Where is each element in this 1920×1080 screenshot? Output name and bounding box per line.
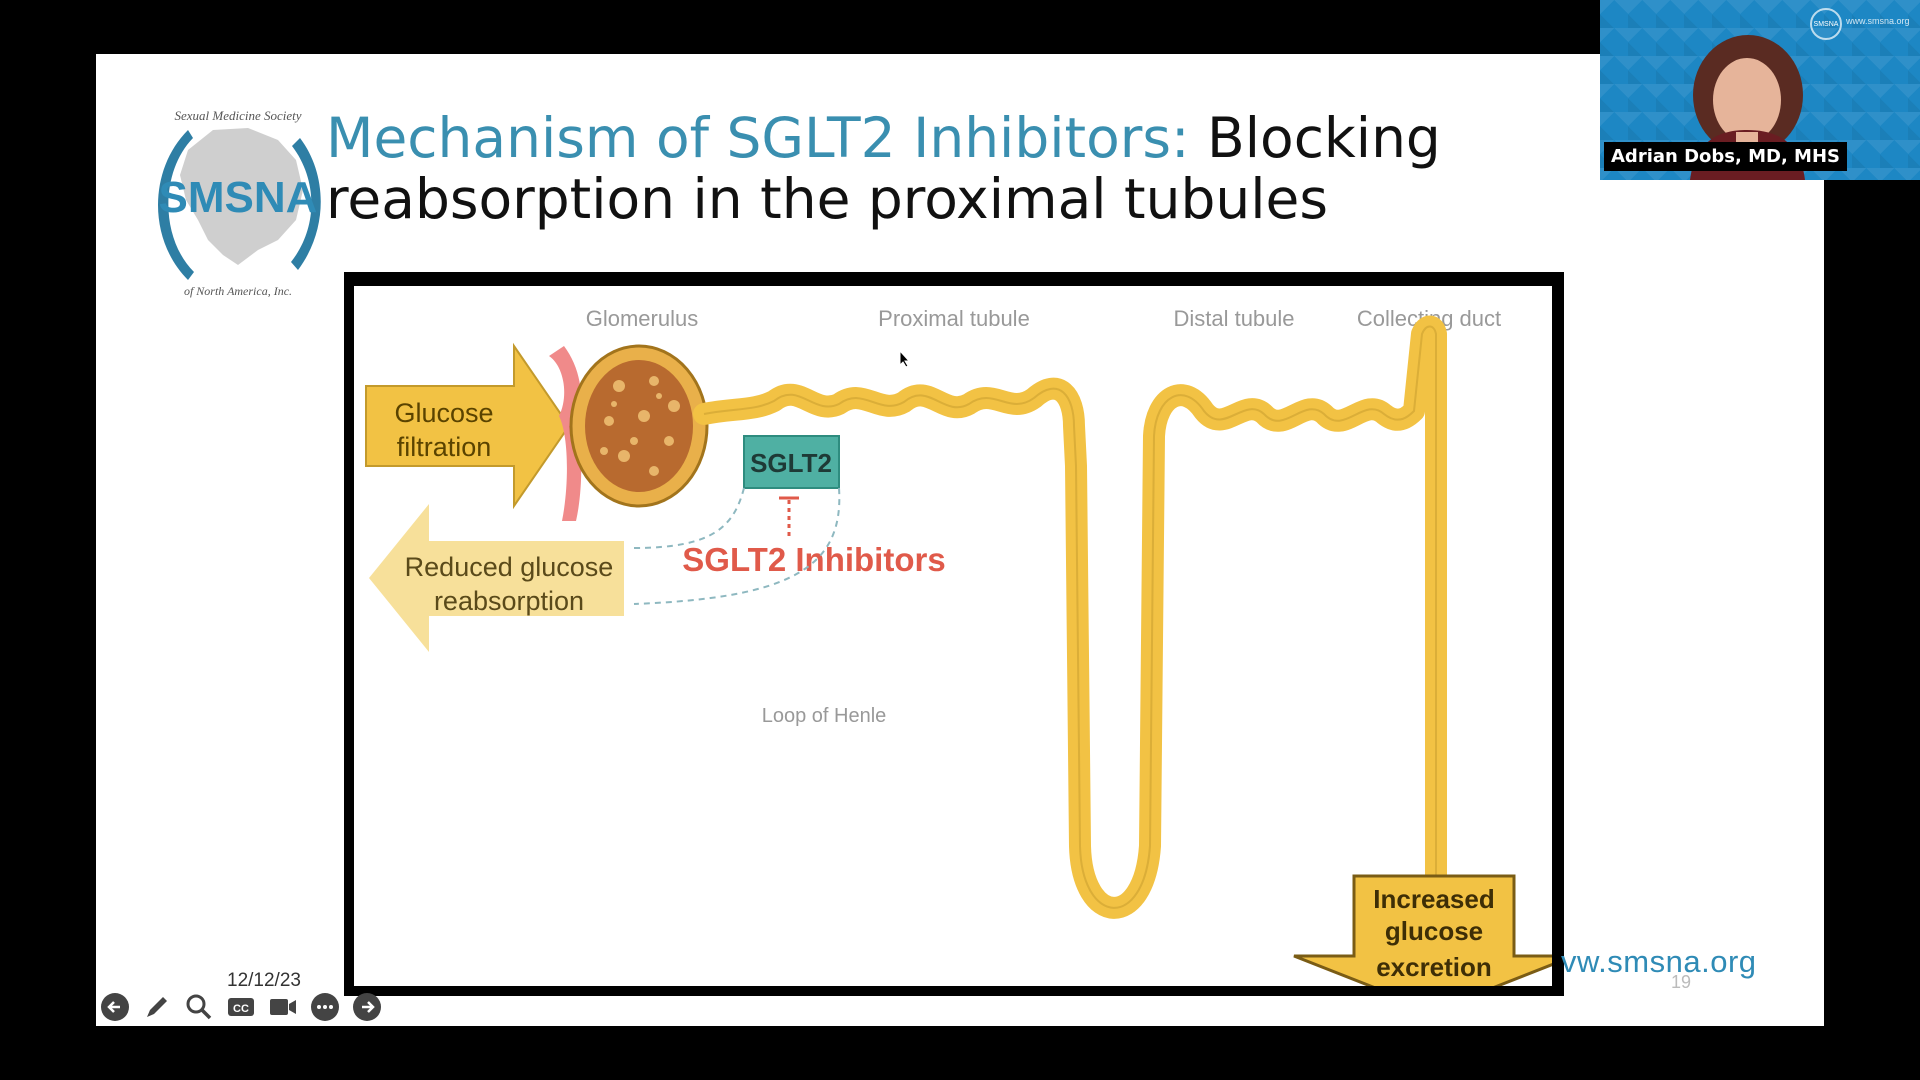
slide-url: vw.smsna.org — [1561, 944, 1757, 979]
previous-slide-button[interactable] — [99, 992, 130, 1023]
more-options-button[interactable] — [309, 992, 340, 1023]
glucose-filtration-label-2: filtration — [397, 432, 492, 462]
sglt2-transporter — [743, 435, 840, 489]
captions-button[interactable]: CC — [225, 992, 256, 1023]
nephron-figure: Glomerulus Proximal tubule Distal tubule… — [344, 272, 1564, 996]
camera-icon — [269, 999, 296, 1015]
video-logo: SMSNA — [1810, 8, 1842, 40]
logo-bottom-text: of North America, Inc. — [184, 284, 292, 298]
title-rest: Blocking — [1189, 106, 1441, 170]
label-proximal-tubule: Proximal tubule — [878, 306, 1030, 331]
glucose-filtration-label-1: Glucose — [394, 398, 493, 428]
cc-icon: CC — [227, 998, 254, 1016]
logo-abbr: SMSNA — [159, 173, 318, 222]
more-icon — [310, 993, 339, 1021]
logo-top-text: Sexual Medicine Society — [174, 108, 301, 123]
arrow-right-icon — [352, 993, 381, 1021]
presentation-slide: Sexual Medicine Society SMSNA of North A… — [96, 54, 1824, 1026]
search-icon — [186, 994, 211, 1020]
increased-label-1: Increased — [1373, 884, 1494, 914]
nephron-diagram: Glomerulus Proximal tubule Distal tubule… — [365, 306, 1552, 986]
next-slide-button[interactable] — [351, 992, 382, 1023]
label-glomerulus: Glomerulus — [586, 306, 698, 331]
speaker-name: Adrian Dobs, MD, MHS — [1604, 142, 1847, 171]
slide-date: 12/12/23 — [227, 970, 301, 991]
pen-tool-button[interactable] — [141, 992, 172, 1023]
camera-button[interactable] — [267, 992, 298, 1023]
reduced-label-2: reabsorption — [434, 586, 584, 616]
slide-page-number: 19 — [1671, 972, 1692, 992]
sglt2-inhibitors-label: SGLT2 Inhibitors — [682, 541, 945, 578]
figure-canvas: Glomerulus Proximal tubule Distal tubule… — [354, 286, 1552, 986]
reduced-label-1: Reduced glucose — [405, 552, 614, 582]
sglt2-label: SGLT2 — [750, 448, 832, 478]
speaker-video-tile[interactable]: SMSNA www.smsna.org Adrian Dobs, MD, MHS — [1600, 0, 1920, 180]
nephron-tubule — [693, 315, 1447, 962]
video-url: www.smsna.org — [1846, 16, 1910, 26]
increased-label-3: excretion — [1376, 952, 1492, 982]
arrow-left-icon — [100, 993, 129, 1021]
increased-excretion-arrow — [1293, 874, 1552, 986]
label-loop-of-henle: Loop of Henle — [762, 705, 887, 727]
svg-text:CC: CC — [233, 1003, 249, 1015]
afferent-vessel — [549, 346, 582, 521]
glucose-filtration-arrow — [365, 342, 571, 510]
title-accent: Mechanism of SGLT2 Inhibitors: — [326, 106, 1190, 170]
title-line2: reabsorption in the proximal tubules — [326, 167, 1329, 231]
mouse-cursor-icon — [899, 350, 911, 368]
pen-icon — [146, 997, 167, 1017]
slide-title: Mechanism of SGLT2 Inhibitors: Blocking … — [326, 108, 1446, 230]
increased-label-2: glucose — [1385, 916, 1483, 946]
presenter-toolbar: CC — [99, 990, 382, 1024]
reduced-reabsorption-arrow — [369, 504, 624, 652]
smsna-logo: Sexual Medicine Society SMSNA of North A… — [158, 108, 321, 298]
label-distal-tubule: Distal tubule — [1173, 306, 1294, 331]
zoom-button[interactable] — [183, 992, 214, 1023]
